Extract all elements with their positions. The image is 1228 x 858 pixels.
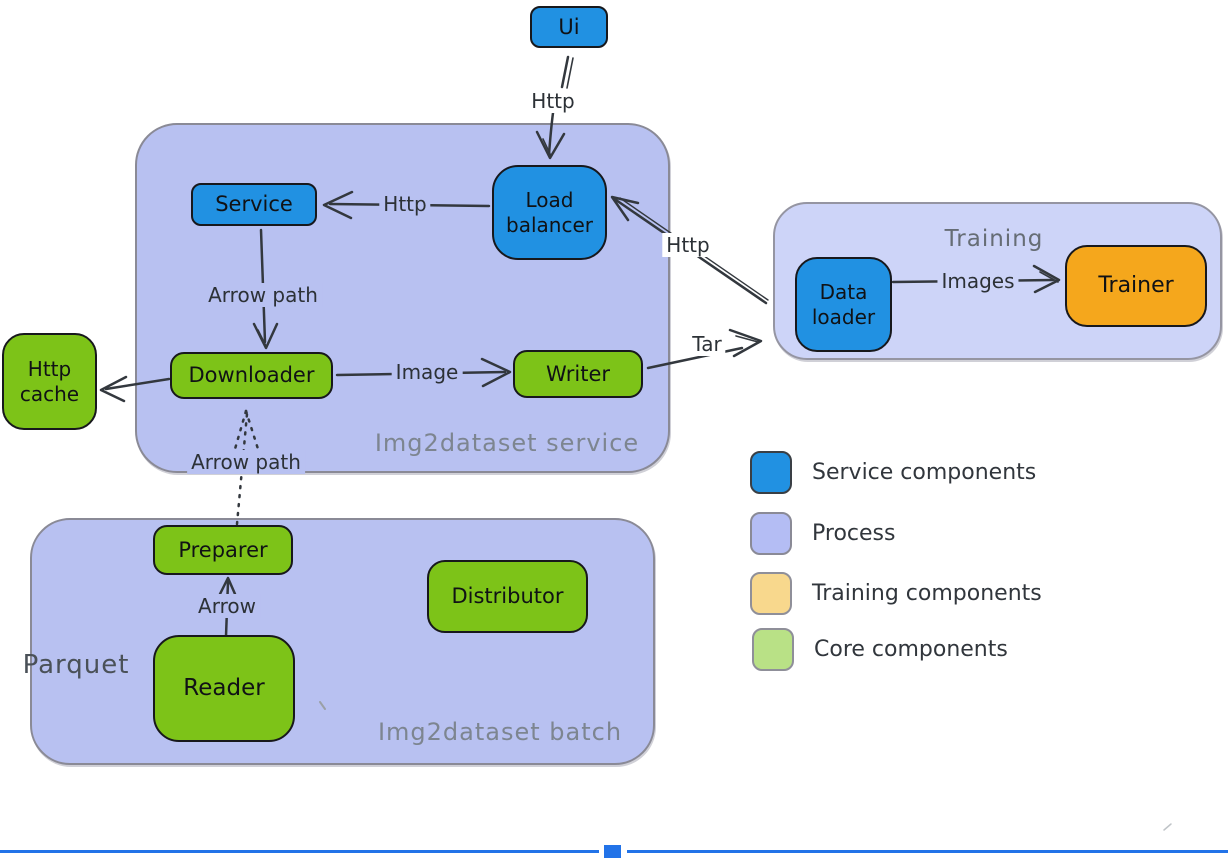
node-distributor: Distributor <box>427 560 588 633</box>
stray-mark-right <box>1163 823 1172 831</box>
edge-label-images: Images <box>937 269 1019 293</box>
label-img2dataset-service: Img2dataset service <box>374 429 640 457</box>
edge-label-tar: Tar <box>688 332 726 356</box>
legend-item-core-components: Core components <box>752 628 1008 671</box>
node-writer: Writer <box>513 350 643 398</box>
edge-label-image: Image <box>391 360 463 384</box>
legend-label-training: Training components <box>812 581 1042 606</box>
edge-label-arrow-path-lower: Arrow path <box>187 450 305 474</box>
node-preparer: Preparer <box>153 525 293 575</box>
node-downloader: Downloader <box>170 352 333 399</box>
img2dataset-batch-container <box>30 518 655 765</box>
legend-label-process: Process <box>812 521 896 546</box>
divider-line-right <box>627 850 1228 853</box>
arrow-ui-to-load-balancer <box>535 55 574 160</box>
stray-mark-left <box>319 701 326 710</box>
legend-item-service-components: Service components <box>750 451 1036 494</box>
arrow-downloader-to-http-cache <box>99 375 171 403</box>
node-ui: Ui <box>530 6 608 48</box>
node-data-loader: Data loader <box>795 257 892 352</box>
edge-label-http-right: Http <box>662 233 714 257</box>
node-trainer: Trainer <box>1065 245 1207 327</box>
node-reader: Reader <box>153 635 295 742</box>
edge-label-http-lb-service: Http <box>379 192 431 216</box>
legend-swatch-core <box>752 628 794 671</box>
edge-label-arrow-path-upper: Arrow path <box>204 283 322 307</box>
legend-swatch-process <box>750 512 792 555</box>
legend-swatch-service <box>750 451 792 494</box>
edge-label-arrow: Arrow <box>194 594 260 618</box>
label-parquet: Parquet <box>22 650 130 680</box>
divider-handle[interactable] <box>604 845 621 858</box>
legend-item-process: Process <box>750 512 895 555</box>
arrow-writer-to-training <box>646 328 763 370</box>
node-load-balancer: Load balancer <box>492 165 607 260</box>
label-training: Training <box>944 226 1044 252</box>
legend-label-service: Service components <box>812 460 1037 485</box>
legend-item-training-components: Training components <box>750 572 1042 615</box>
label-img2dataset-batch: Img2dataset batch <box>377 718 623 746</box>
node-service: Service <box>191 183 317 226</box>
legend-swatch-training <box>750 572 792 615</box>
divider-line-left <box>0 850 599 853</box>
legend-label-core: Core components <box>814 637 1008 662</box>
node-http-cache: Http cache <box>2 333 97 430</box>
edge-label-http-top: Http <box>527 89 579 113</box>
